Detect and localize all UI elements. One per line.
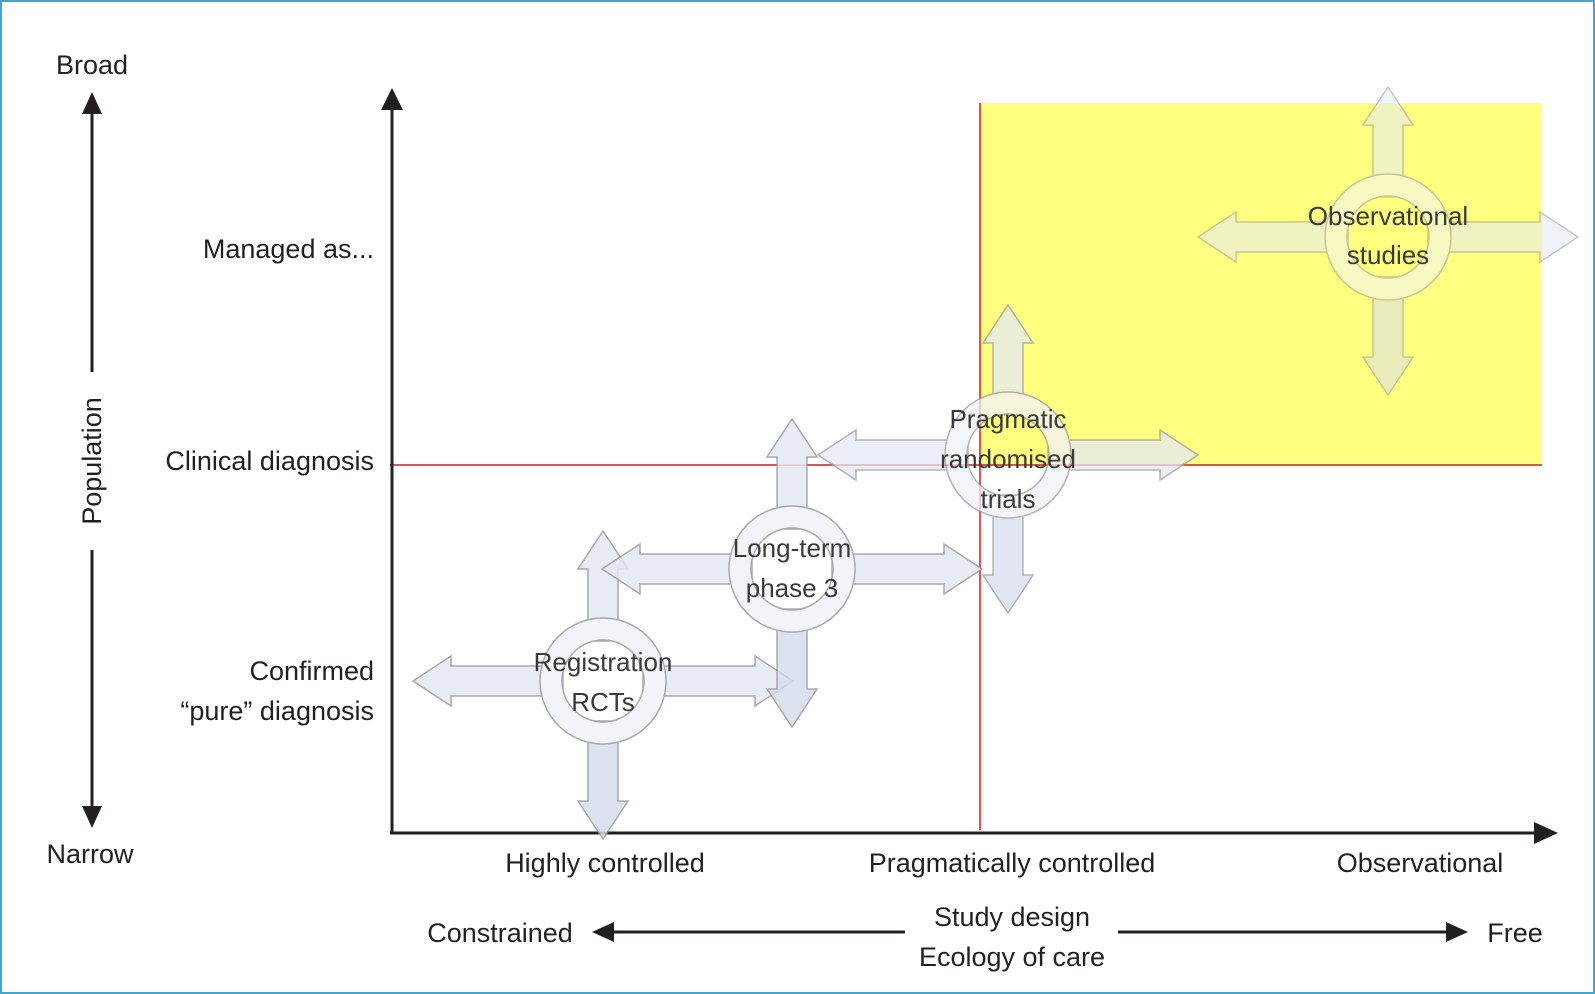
x-level-observational: Observational <box>1337 848 1504 878</box>
observational-studies-line2: studies <box>1347 240 1429 270</box>
pragmatic-trials-ring <box>945 392 1071 518</box>
y-level-clinical: Clinical diagnosis <box>165 446 374 476</box>
design-arrowhead-left <box>592 922 614 942</box>
registration-rcts-ring <box>540 618 666 744</box>
population-arrowhead-down <box>82 806 102 828</box>
observational-studies-ring-inner <box>1346 195 1430 279</box>
observational-studies-ring <box>1325 174 1451 300</box>
registration-rcts-glyph <box>411 529 795 841</box>
long-term-phase3-line2: phase 3 <box>746 573 839 603</box>
y-level-pure-diagnosis: “pure” diagnosis <box>180 696 374 726</box>
observational-highlight-region <box>980 103 1542 465</box>
study-type-glyphs <box>411 85 1580 841</box>
population-arrowhead-up <box>82 92 102 114</box>
pragmatic-trials-line2: randomised <box>940 444 1076 474</box>
x-level-pragmatically-controlled: Pragmatically controlled <box>869 848 1156 878</box>
population-top-label: Broad <box>56 50 128 80</box>
y-axis-arrowhead <box>381 88 403 110</box>
long-term-phase3-ring <box>729 506 855 632</box>
long-term-phase3-line1: Long-term <box>733 533 852 563</box>
registration-rcts-ring-outer <box>539 617 667 745</box>
population-axis-title: Population <box>77 397 107 525</box>
population-bottom-label: Narrow <box>46 839 134 869</box>
observational-studies-ring-outer <box>1324 173 1452 301</box>
pragmatic-trials-line3: trials <box>981 484 1036 514</box>
pragmatic-trials-glyph <box>816 303 1200 615</box>
observational-studies-line1: Observational <box>1308 201 1468 231</box>
design-right-label: Free <box>1487 918 1543 948</box>
design-left-label: Constrained <box>427 918 573 948</box>
design-title-line2: Ecology of care <box>919 942 1105 972</box>
long-term-phase3-glyph <box>600 417 984 729</box>
pragmatic-trials-line1: Pragmatic <box>949 404 1066 434</box>
x-axis-arrowhead <box>1534 822 1558 844</box>
registration-rcts-line1: Registration <box>534 647 673 677</box>
design-arrowhead-right <box>1446 922 1468 942</box>
x-level-highly-controlled: Highly controlled <box>505 848 705 878</box>
long-term-phase3-ring-inner <box>750 527 834 611</box>
design-title-line1: Study design <box>934 902 1090 932</box>
registration-rcts-line2: RCTs <box>571 687 635 717</box>
registration-rcts-ring-inner <box>561 639 645 723</box>
observational-studies-glyph <box>1196 85 1580 397</box>
pragmatic-trials-ring-outer <box>944 391 1072 519</box>
y-level-managed: Managed as... <box>203 234 374 264</box>
y-level-confirmed: Confirmed <box>249 656 374 686</box>
long-term-phase3-ring-outer <box>728 505 856 633</box>
pragmatic-trials-ring-inner <box>966 413 1050 497</box>
